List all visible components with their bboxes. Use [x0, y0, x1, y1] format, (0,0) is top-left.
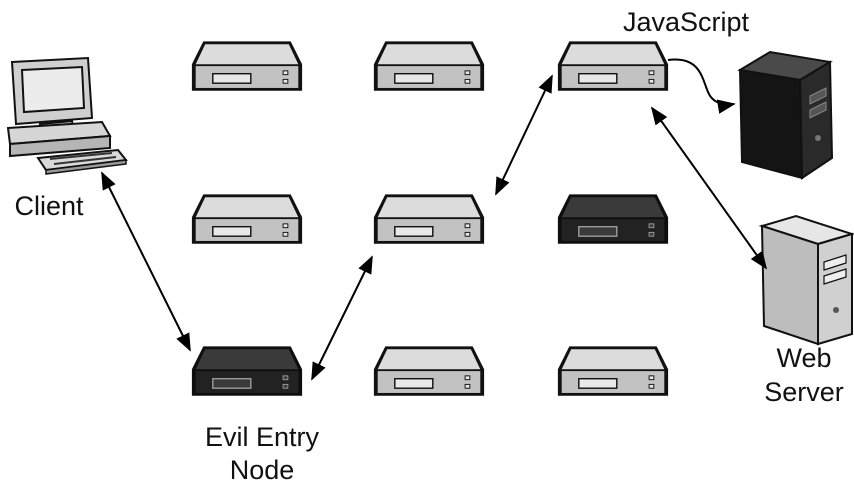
link-client-to-entry — [101, 171, 191, 352]
link-entry-to-middle — [311, 255, 373, 381]
link-middle-to-exit — [495, 74, 553, 196]
malicious-relay-server-icon — [557, 193, 669, 245]
relay-server-icon — [373, 345, 485, 397]
relay-server-icon — [373, 193, 485, 245]
evil-entry-label-line1: Evil Entry — [204, 422, 320, 452]
relay-server-icon — [191, 40, 303, 92]
link-javascript-injection — [667, 58, 736, 114]
web-server-label-line2: Server — [764, 377, 844, 407]
evil-entry-node-icon — [191, 345, 303, 397]
client-label: Client — [14, 191, 84, 221]
link-exit-to-webserver — [650, 106, 768, 270]
desktop-computer-icon — [6, 56, 128, 175]
javascript-label: JavaScript — [622, 7, 750, 37]
relay-server-icon — [557, 345, 669, 397]
tower-server-icon — [737, 50, 834, 180]
relay-server-icon — [557, 40, 669, 92]
web-server-label-line1: Web — [776, 343, 832, 373]
relay-server-icon — [191, 193, 303, 245]
web-server-tower-icon — [758, 214, 854, 346]
relay-server-icon — [373, 40, 485, 92]
evil-entry-label-line2: Node — [229, 455, 295, 485]
